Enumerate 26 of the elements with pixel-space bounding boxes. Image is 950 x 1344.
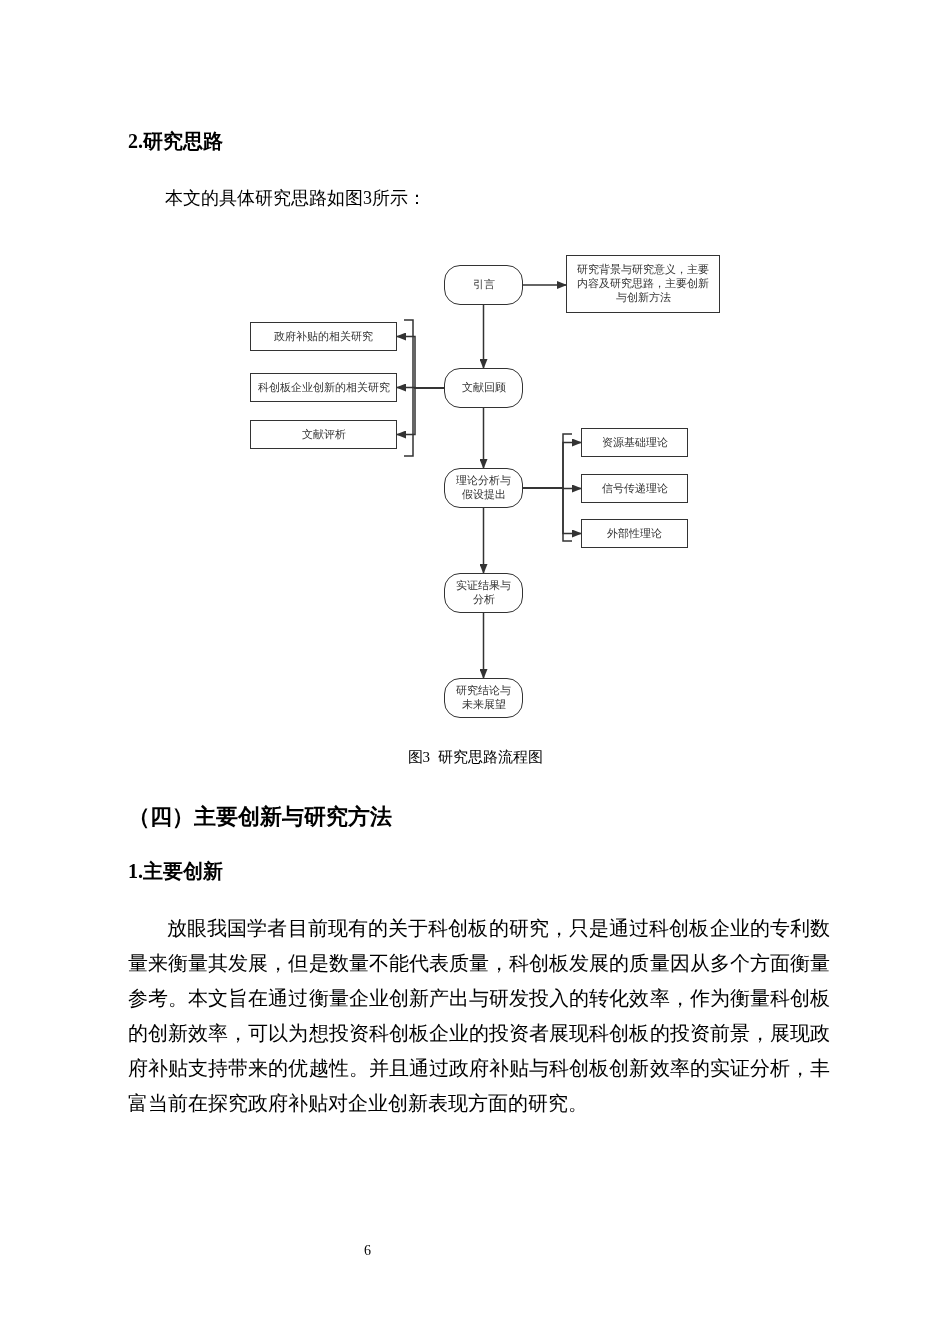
arrow bbox=[396, 387, 445, 439]
text-box: 政府补贴的相关研究 bbox=[250, 322, 397, 351]
arrow bbox=[479, 507, 488, 574]
arrow bbox=[479, 304, 488, 369]
text-box: 科创板企业创新的相关研究 bbox=[250, 373, 397, 402]
process-box: 研究结论与未来展望 bbox=[444, 678, 523, 718]
process-box: 实证结果与分析 bbox=[444, 573, 523, 613]
text-box: 资源基础理论 bbox=[581, 428, 688, 457]
text-box: 研究背景与研究意义，主要内容及研究思路，主要创新与创新方法 bbox=[566, 255, 720, 313]
text-box: 文献评析 bbox=[250, 420, 397, 449]
text-box: 信号传递理论 bbox=[581, 474, 688, 503]
paragraph: 放眼我国学者目前现有的关于科创板的研究，只是通过科创板企业的专利数量来衡量其发展，但是数量不能代表质量，科创板发展的质量因从多个方面衡量参考。本文旨在通过衡量企业创新产出与研发投入的转化效率，作为衡量科创板的创新效率，可以为想投资科创板企业的投资者展现科创板的投资前景，展现政府补贴支持带来的优越性。并且通过政府补贴与科创板创新效率的实证分析，丰富当前在探究政府补贴对企业创新表现方面的研究。 bbox=[128, 917, 830, 1116]
arrow bbox=[479, 407, 488, 469]
body-text: 本文的具体研究思路如图3所示： bbox=[165, 187, 426, 210]
page-number: 6 bbox=[364, 1243, 371, 1259]
process-box: 理论分析与假设提出 bbox=[444, 468, 523, 508]
text-box: 外部性理论 bbox=[581, 519, 688, 548]
figure-caption: 图3 研究思路流程图 bbox=[406, 748, 544, 767]
arrow bbox=[522, 487, 582, 538]
process-box: 引言 bbox=[444, 265, 523, 305]
section-heading: 2.研究思路 bbox=[128, 129, 223, 154]
process-box: 文献回顾 bbox=[444, 368, 523, 408]
section-heading: （四）主要创新与研究方法 bbox=[128, 803, 392, 831]
arrow bbox=[479, 612, 488, 679]
arrow bbox=[522, 281, 567, 289]
section-heading: 1.主要创新 bbox=[128, 859, 223, 884]
